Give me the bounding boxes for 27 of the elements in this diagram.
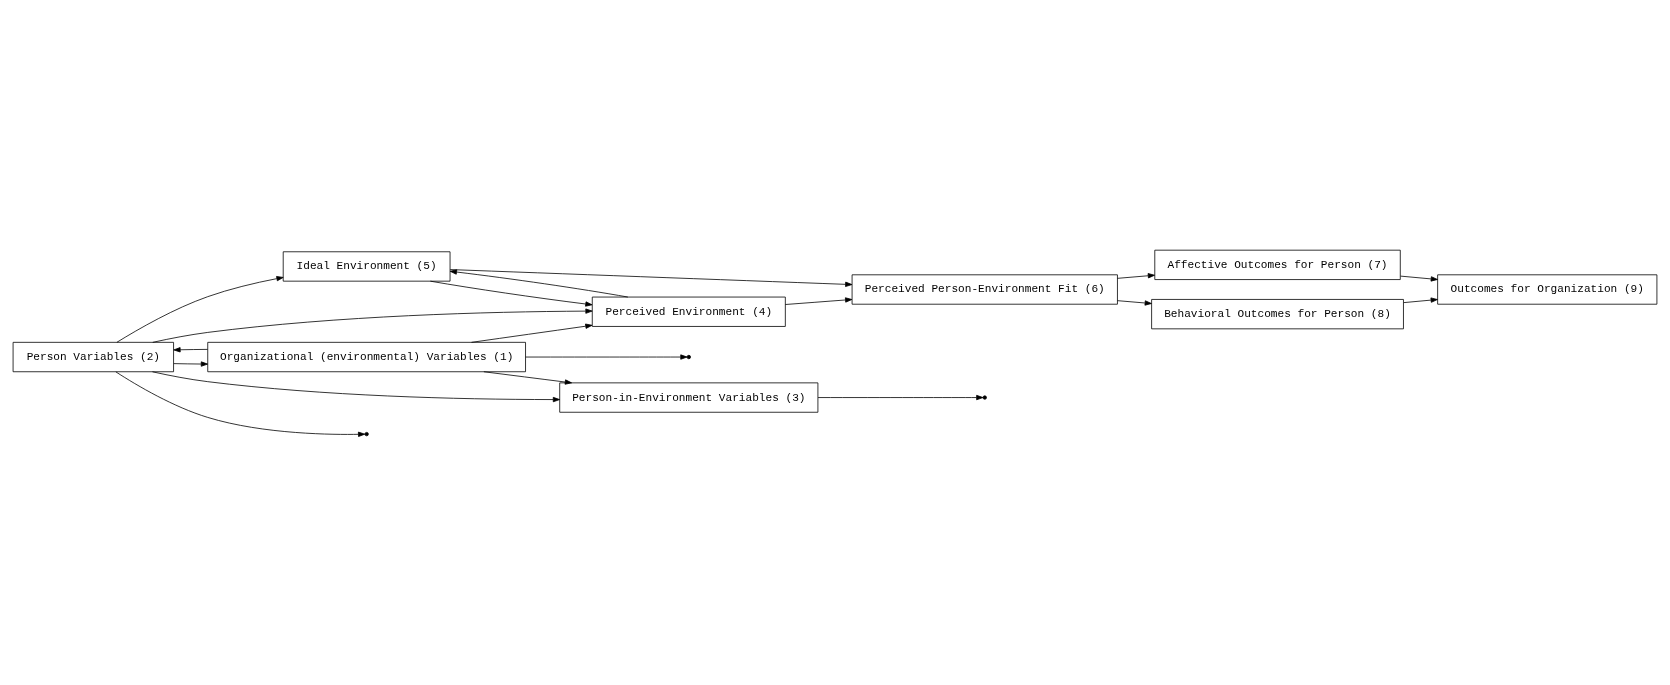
arrow xyxy=(1400,275,1438,282)
node-box: Outcomes for Organization (9) xyxy=(1437,273,1658,305)
arrow xyxy=(116,275,284,343)
arrow xyxy=(1117,272,1155,279)
arrow xyxy=(173,346,208,352)
arrow xyxy=(483,370,572,385)
arrow xyxy=(449,268,853,287)
arrow xyxy=(525,353,688,360)
arrow xyxy=(1403,297,1438,303)
node-box: Affective Outcomes for Person (7) xyxy=(1154,249,1401,280)
node-box: Person-in-Environment Variables (3) xyxy=(559,381,819,413)
arrow xyxy=(152,308,593,343)
node-box: Perceived Environment (4) xyxy=(591,296,786,327)
arrow xyxy=(817,394,984,400)
arrow xyxy=(785,296,853,305)
node-box: Person Variables (2) xyxy=(12,341,174,372)
node-box: Ideal Environment (5) xyxy=(282,250,451,282)
arrow xyxy=(152,370,560,402)
arrow xyxy=(449,268,629,297)
arrow xyxy=(471,323,593,343)
arrow xyxy=(173,360,208,367)
node-box: Perceived Person-Environment Fit (6) xyxy=(851,273,1118,305)
arrow xyxy=(115,370,366,437)
arrow xyxy=(430,280,593,307)
node-box: Organizational (environmental) Variables (1) xyxy=(207,341,526,372)
arrow xyxy=(1117,299,1152,306)
node-box: Behavioral Outcomes for Person (8) xyxy=(1151,298,1404,329)
